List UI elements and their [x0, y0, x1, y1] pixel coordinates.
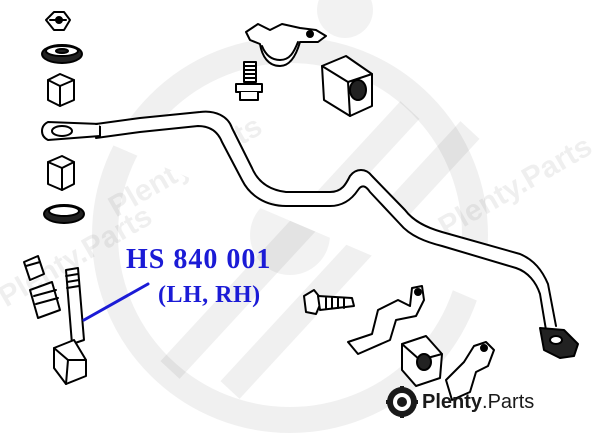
callout-leader-line	[82, 282, 150, 322]
flange-bolt-middle	[303, 289, 355, 315]
stabilizer-link-rod	[65, 267, 85, 345]
cup-washer	[41, 44, 83, 64]
hex-nut	[45, 11, 71, 31]
part-number-label: HS 840 001	[126, 244, 272, 275]
link-small-bushing	[23, 255, 45, 281]
bushing-bracket-bottom-right	[445, 341, 495, 401]
lower-bushing	[47, 155, 75, 191]
side-label: (LH, RH)	[158, 282, 261, 308]
bar-bushing-bottom	[401, 335, 443, 387]
plenty-parts-logo-icon	[386, 386, 418, 418]
bushing-bracket-top	[245, 23, 327, 67]
brand-logo: Plenty.Parts	[386, 386, 534, 418]
stabilizer-bar	[95, 110, 557, 331]
bushing-bracket-bottom	[347, 285, 425, 355]
lower-cup-washer	[43, 204, 85, 224]
upper-bushing	[47, 73, 75, 107]
bar-end-eye-right	[539, 327, 579, 359]
link-lower-bushing	[29, 281, 61, 319]
flange-bolt-top	[235, 61, 263, 101]
bar-bushing-top	[321, 55, 373, 117]
link-sleeve	[53, 339, 87, 385]
brand-name: Plenty.Parts	[422, 390, 535, 413]
bar-end-eye	[41, 121, 101, 141]
